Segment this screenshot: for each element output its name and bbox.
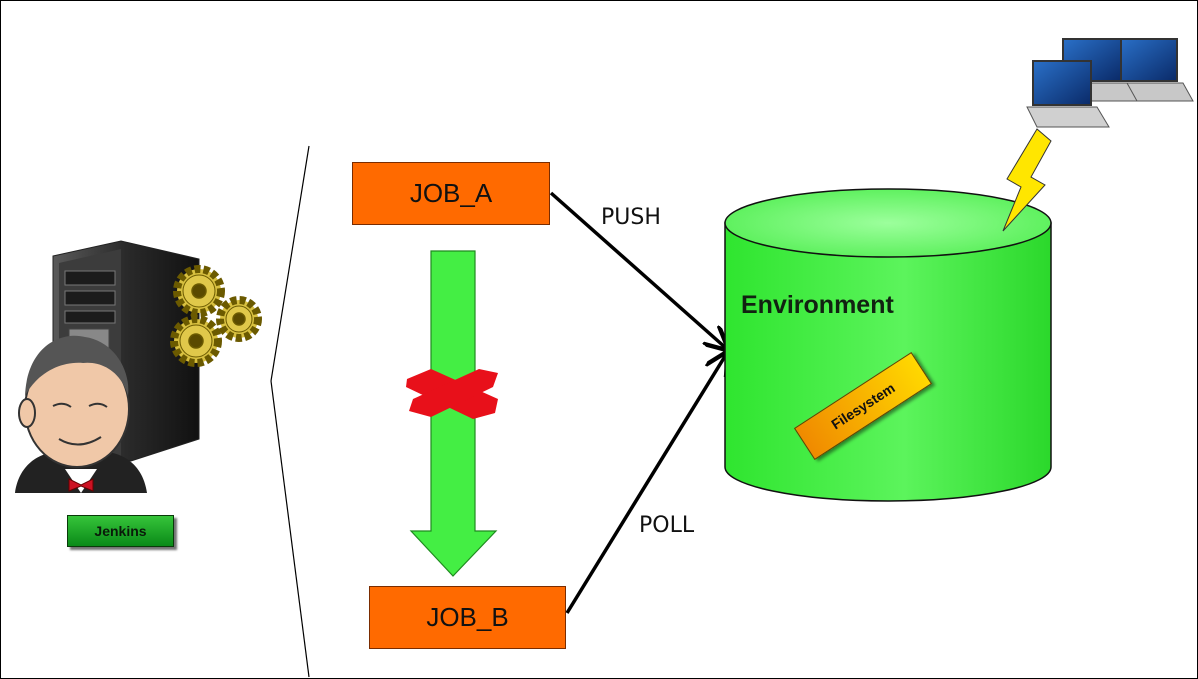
jenkins-tag: Jenkins	[67, 515, 174, 547]
gears-icon	[170, 265, 262, 367]
job-a-box: JOB_A	[352, 162, 550, 225]
blocked-x-icon	[406, 369, 498, 419]
push-label: PUSH	[601, 205, 661, 230]
bracket-line-upper	[270, 145, 310, 382]
poll-label: POLL	[639, 513, 695, 538]
jenkins-butler-icon	[15, 335, 147, 493]
poll-arrow	[565, 353, 727, 614]
push-arrow	[549, 191, 727, 349]
lightning-icon	[1002, 128, 1052, 232]
laptops-icon	[1026, 38, 1194, 128]
environment-cylinder	[724, 188, 1052, 502]
job-b-box: JOB_B	[369, 586, 566, 649]
bracket-line-lower	[270, 380, 310, 678]
environment-label: Environment	[741, 291, 894, 319]
flow-arrow-icon	[409, 250, 498, 577]
